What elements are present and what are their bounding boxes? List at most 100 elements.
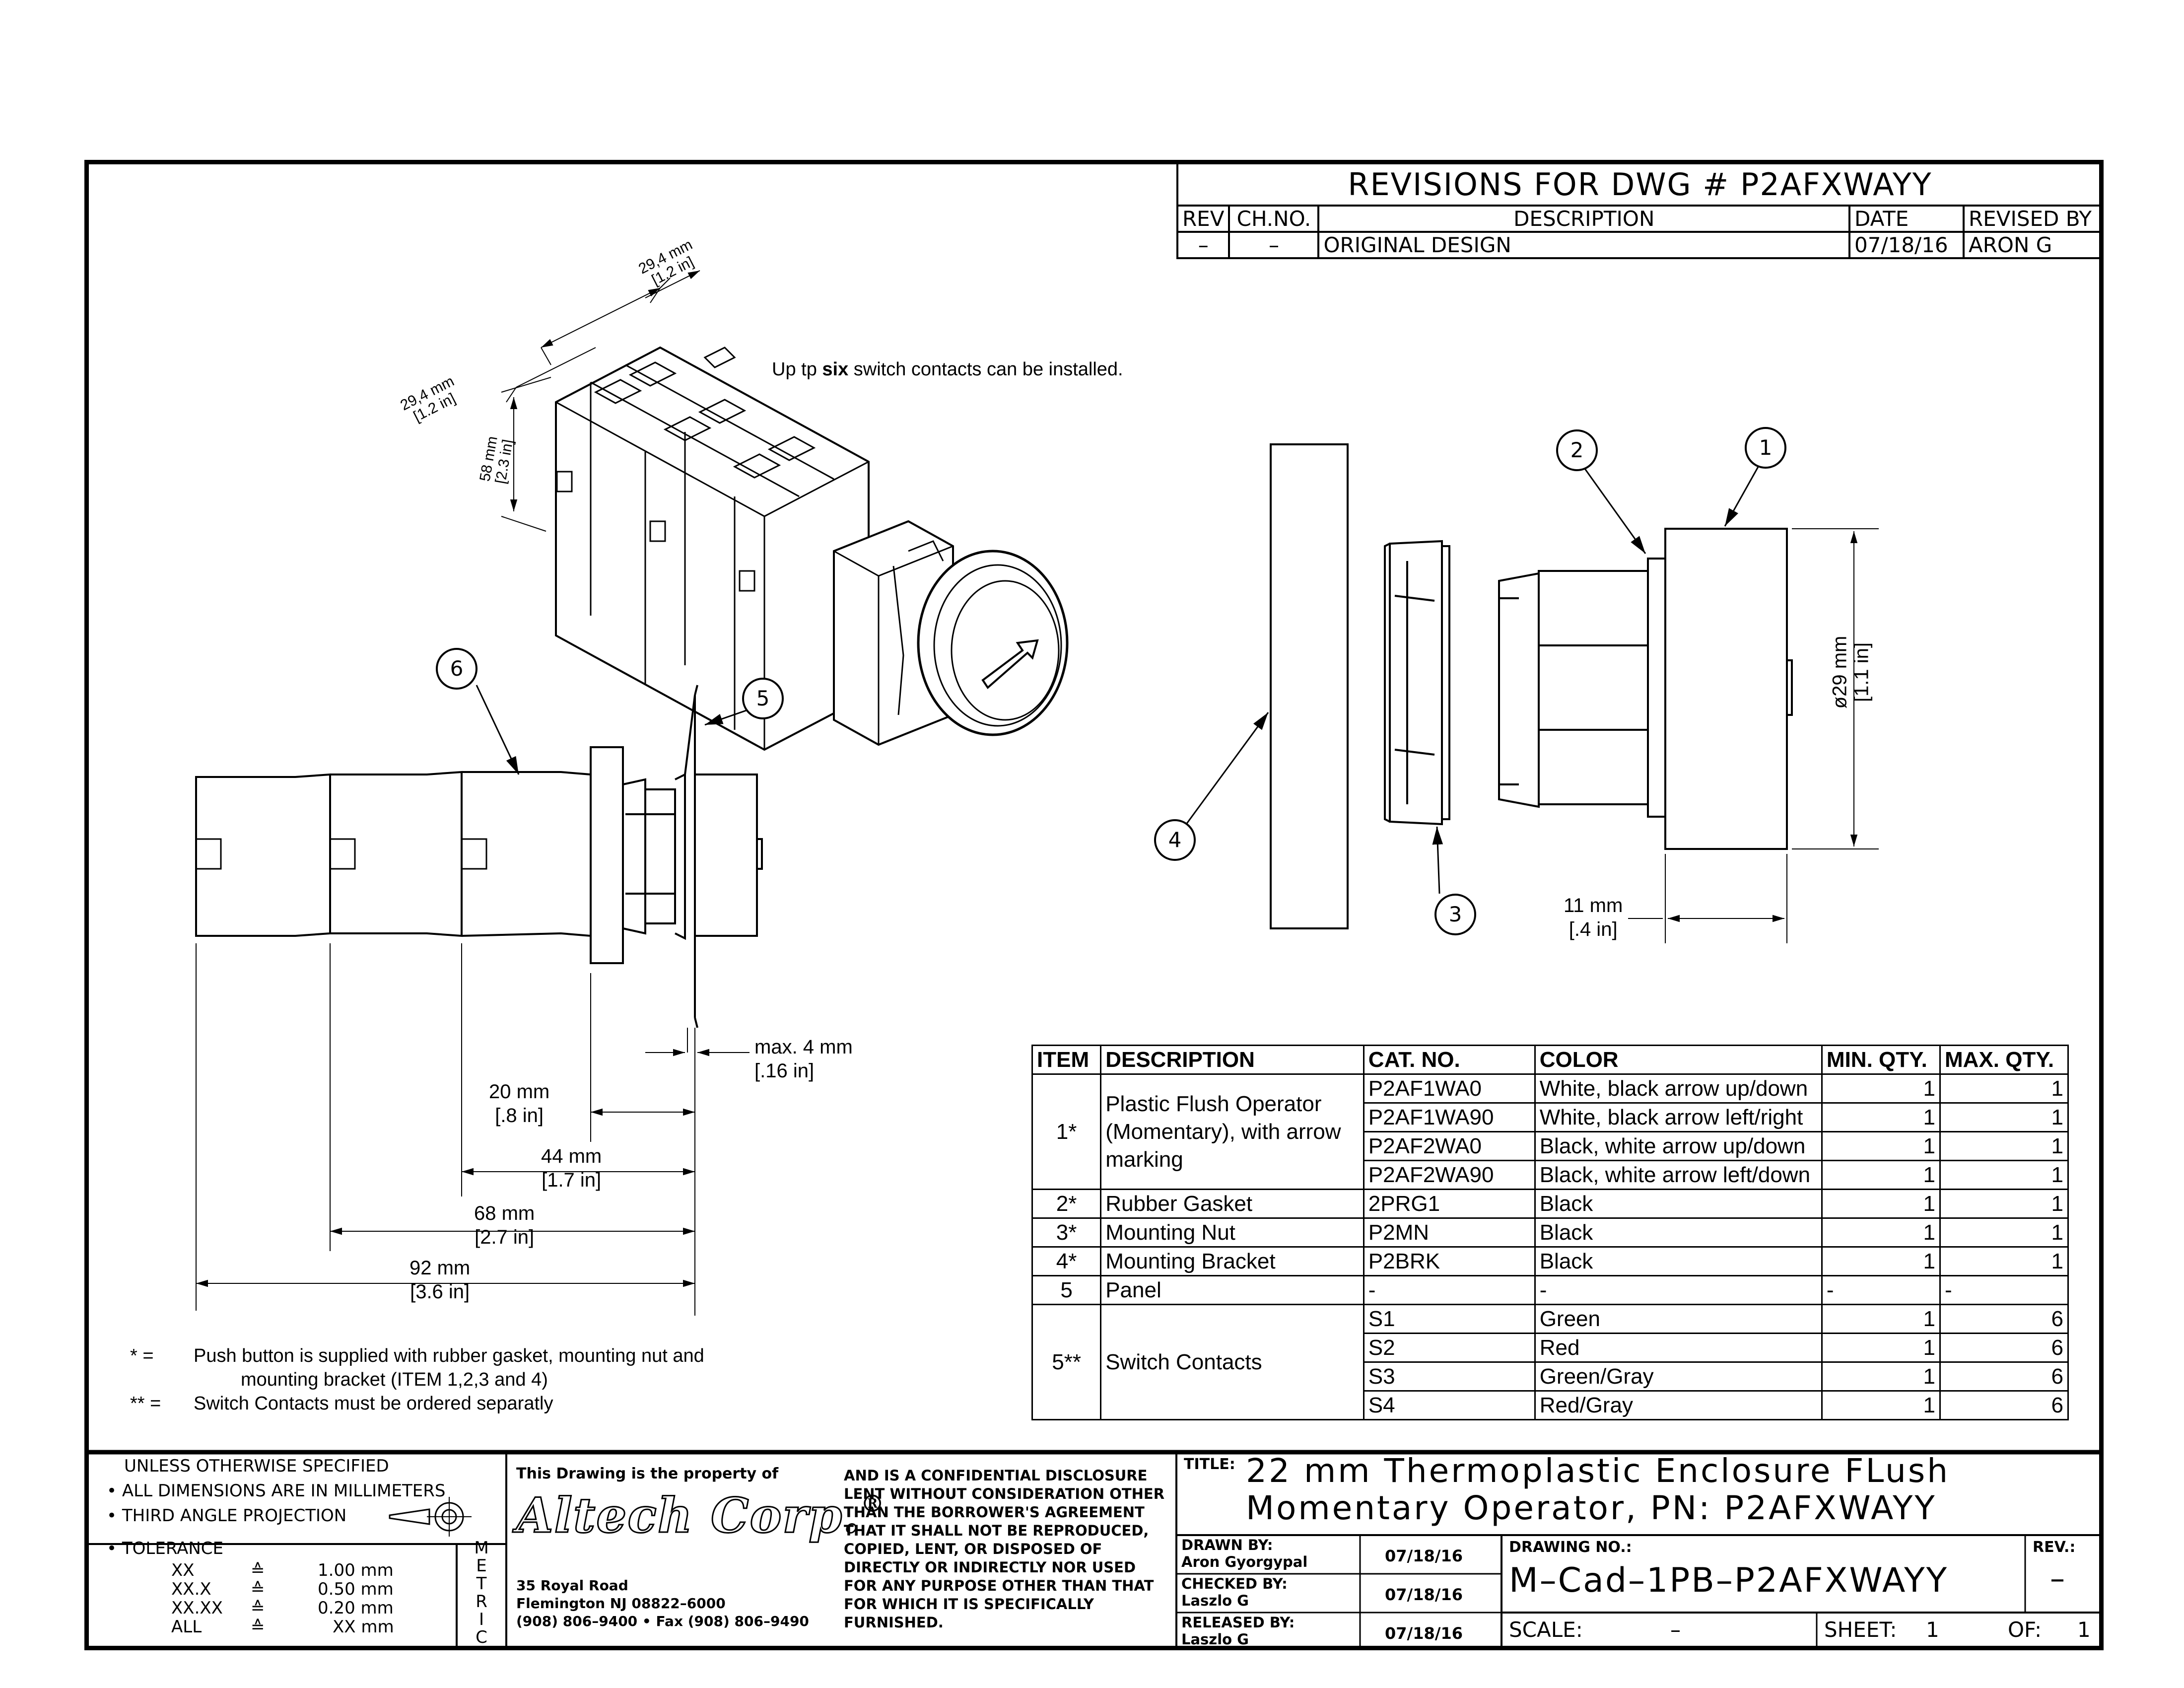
table-row: 5 Panel - - - - xyxy=(1031,1275,2069,1305)
released-by-date: 07/18/16 xyxy=(1385,1624,1463,1643)
bom-max-qty: 6 xyxy=(1939,1304,2069,1334)
dim-11-mm: 11 mm xyxy=(1564,895,1623,916)
bom-color: White, black arrow left/right xyxy=(1534,1102,1823,1132)
tolerance-equal-icon: ≙ xyxy=(251,1617,265,1637)
dim-44: 44 mm [1.7 in] xyxy=(541,1144,602,1192)
bom-color: Black xyxy=(1534,1189,1823,1219)
of-value: 1 xyxy=(2077,1618,2091,1642)
third-angle-note: • THIRD ANGLE PROJECTION xyxy=(107,1506,347,1526)
bom-item: 5** xyxy=(1031,1304,1102,1420)
rev-cell: – xyxy=(1176,231,1230,259)
drawn-by-date: 07/18/16 xyxy=(1385,1547,1463,1565)
bom-max-qty: 1 xyxy=(1939,1073,2069,1104)
tolerance-key: XX xyxy=(171,1560,195,1580)
dim-20-in: [.8 in] xyxy=(495,1105,544,1126)
bom-header-min-qty: MIN. QTY. xyxy=(1821,1045,1941,1075)
tolerance-key: XX.XX xyxy=(171,1598,223,1618)
table-row: S4 Red/Gray 1 6 xyxy=(1032,1390,2069,1420)
bom-min-qty: 1 xyxy=(1821,1131,1941,1161)
registered-mark: ® xyxy=(860,1490,886,1518)
checked-by-name: Laszlo G xyxy=(1181,1592,1249,1609)
dim-92-mm: 92 mm xyxy=(410,1257,471,1279)
bom-max-qty: 1 xyxy=(1939,1131,2069,1161)
released-by-label: RELEASED BY: xyxy=(1181,1614,1295,1631)
bom-item: 3* xyxy=(1031,1217,1102,1248)
bom-min-qty: - xyxy=(1821,1275,1941,1305)
bom-min-qty: 1 xyxy=(1821,1102,1941,1132)
bom-min-qty: 1 xyxy=(1821,1246,1941,1276)
bom-description: Switch Contacts xyxy=(1100,1304,1365,1420)
bom-header-color: COLOR xyxy=(1534,1045,1823,1075)
drawing-number: M–Cad–1PB–P2AFXWAYY xyxy=(1509,1561,1949,1600)
rev-cell: ARON G xyxy=(1963,231,2104,259)
callout-4: 4 xyxy=(1154,819,1196,861)
table-row: 1* Plastic Flush Operator (Momentary), w… xyxy=(1031,1073,2069,1190)
address-line-1: 35 Royal Road xyxy=(516,1577,628,1594)
confidential-line: THAT IT SHALL NOT BE REPRODUCED, xyxy=(844,1522,1149,1539)
confidential-line: AND IS A CONFIDENTIAL DISCLOSURE xyxy=(844,1467,1148,1484)
bom-color: White, black arrow up/down xyxy=(1534,1073,1823,1104)
rev-header-rev: REV xyxy=(1176,205,1230,233)
drawing-title-line-1: 22 mm Thermoplastic Enclosure FLush xyxy=(1246,1452,1950,1490)
bom-color: Red/Gray xyxy=(1534,1390,1823,1420)
metric-label: M E T R I C xyxy=(467,1539,496,1646)
bom-item: 1* xyxy=(1031,1073,1102,1190)
dim-diameter-mm: ø29 mm xyxy=(1829,635,1851,709)
footnote-1-line2: mounting bracket (ITEM 1,2,3 and 4) xyxy=(241,1369,548,1390)
confidential-line: LENT WITHOUT CONSIDERATION OTHER xyxy=(844,1485,1165,1502)
bom-header-max-qty: MAX. QTY. xyxy=(1939,1045,2069,1075)
dim-11: 11 mm [.4 in] xyxy=(1564,894,1623,941)
scale-value: – xyxy=(1670,1618,1681,1642)
metric-letter: E xyxy=(476,1556,487,1576)
dim-20: 20 mm [.8 in] xyxy=(489,1080,549,1127)
dim-20-mm: 20 mm xyxy=(489,1081,550,1103)
bom-color: Red xyxy=(1534,1333,1823,1363)
bom-cat-no: P2AF1WA0 xyxy=(1363,1073,1536,1104)
bom-header-description: DESCRIPTION xyxy=(1100,1045,1365,1075)
company-name: Altech Corp. xyxy=(516,1487,861,1544)
table-row: S2 Red 1 6 xyxy=(1032,1333,2069,1363)
bom-item: 5 xyxy=(1031,1275,1102,1305)
all-dimensions-note: • ALL DIMENSIONS ARE IN MILLIMETERS xyxy=(107,1481,446,1501)
tolerance-key: XX.X xyxy=(171,1579,211,1599)
unless-specified: UNLESS OTHERWISE SPECIFIED xyxy=(124,1456,389,1476)
footnote-2-line1: Switch Contacts must be ordered separatl… xyxy=(194,1393,553,1414)
confidential-line: DIRECTLY OR INDIRECTLY NOR USED xyxy=(844,1559,1136,1576)
table-row: P2AF2WA0 Black, white arrow up/down 1 1 xyxy=(1032,1131,2069,1161)
confidential-line: THAN THE BORROWER'S AGREEMENT xyxy=(844,1504,1145,1521)
bom-item: 2* xyxy=(1031,1189,1102,1219)
callout-5: 5 xyxy=(742,678,784,719)
callout-1: 1 xyxy=(1745,427,1786,469)
bom-cat-no: 2PRG1 xyxy=(1363,1189,1536,1219)
callout-3: 3 xyxy=(1434,894,1476,935)
bom-cat-no: P2MN xyxy=(1363,1217,1536,1248)
tolerance-value: 0.50 mm xyxy=(318,1579,394,1599)
bom-description: Mounting Bracket xyxy=(1100,1246,1365,1276)
confidential-line: FOR WHICH IT IS SPECIFICALLY xyxy=(844,1596,1094,1613)
released-by-name: Laszlo G xyxy=(1181,1631,1249,1648)
confidential-line: COPIED, LENT, OR DISPOSED OF xyxy=(844,1541,1102,1557)
table-row: P2AF1WA90 White, black arrow left/right … xyxy=(1032,1102,2069,1132)
revisions-title: REVISIONS FOR DWG # P2AFXWAYY xyxy=(1176,162,2104,207)
address-line-3: (908) 806–9400 • Fax (908) 806–9490 xyxy=(516,1613,809,1629)
revision-row: – – ORIGINAL DESIGN 07/18/16 ARON G xyxy=(1176,231,2104,259)
footnote-1-line1: Push button is supplied with rubber gask… xyxy=(194,1345,704,1366)
confidential-line: FOR ANY PURPOSE OTHER THAN THAT xyxy=(844,1577,1154,1594)
dim-max: max. 4 mm [.16 in] xyxy=(754,1035,853,1083)
metric-letter: C xyxy=(476,1627,487,1647)
callout-2: 2 xyxy=(1556,429,1598,471)
dim-68: 68 mm [2.7 in] xyxy=(474,1201,535,1249)
bom-max-qty: 1 xyxy=(1939,1246,2069,1276)
sheet-value: 1 xyxy=(1926,1618,1939,1642)
bom-max-qty: 6 xyxy=(1939,1333,2069,1363)
rev-header-revised-by: REVISED BY xyxy=(1963,205,2104,233)
table-row: 4* Mounting Bracket P2BRK Black 1 1 xyxy=(1031,1246,2069,1276)
bom-min-qty: 1 xyxy=(1821,1304,1941,1334)
bom-item: 4* xyxy=(1031,1246,1102,1276)
bom-min-qty: 1 xyxy=(1821,1390,1941,1420)
table-row: P2AF2WA90 Black, white arrow left/down 1… xyxy=(1032,1160,2069,1190)
drawn-by-label: DRAWN BY: xyxy=(1181,1537,1273,1553)
checked-by-label: CHECKED BY: xyxy=(1181,1575,1288,1592)
bom-color: Green/Gray xyxy=(1534,1361,1823,1392)
